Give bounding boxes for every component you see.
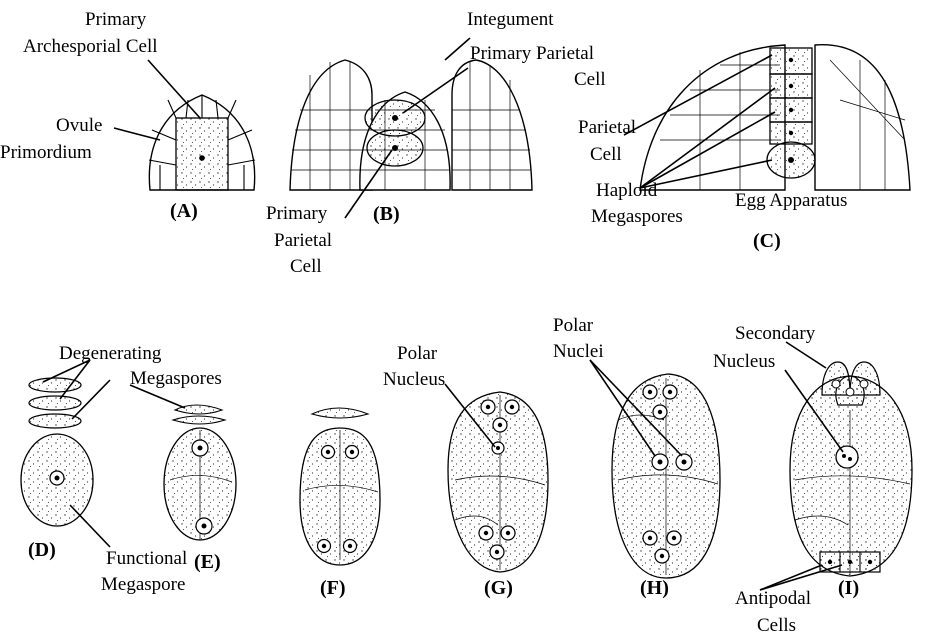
label-ovule-2: Primordium <box>0 142 92 163</box>
label-egg-apparatus: Egg Apparatus <box>735 190 847 211</box>
panel-b-ovule <box>289 59 533 191</box>
label-haploid-megaspores-1: Haploid <box>596 180 658 201</box>
panel-label-e: (E) <box>194 551 221 573</box>
panel-letters: (A) (B) (C) (D) (E) (F) (G) (H) (I) <box>28 200 859 599</box>
panel-f-four-nucleate <box>299 407 381 566</box>
label-ovule-1: Ovule <box>56 115 102 136</box>
label-integument: Integument <box>467 9 554 30</box>
panel-d-megaspores <box>20 377 94 527</box>
panel-label-f: (F) <box>320 577 346 599</box>
label-parietal-cell-2: Cell <box>590 144 622 165</box>
label-haploid-megaspores-2: Megaspores <box>591 206 683 227</box>
panel-label-g: (G) <box>484 577 513 599</box>
panel-label-h: (H) <box>640 577 669 599</box>
label-functional-2: Megaspore <box>101 574 185 595</box>
label-primary-parietal-top-1: Primary Parietal <box>470 43 594 64</box>
label-secondary-nucleus-1: Secondary <box>735 323 816 344</box>
label-primary-parietal-bottom-3: Cell <box>290 256 322 277</box>
label-antipodal-1: Antipodal <box>735 588 811 609</box>
label-antipodal-2: Cells <box>757 615 796 636</box>
label-primary-archesporial-2: Archesporial Cell <box>23 36 158 57</box>
label-polar-nuclei-2: Nuclei <box>553 341 604 362</box>
panel-a-ovule-primordium <box>148 94 256 191</box>
label-functional-1: Functional <box>106 548 187 569</box>
label-degenerating-1: Degenerating <box>59 343 162 364</box>
label-polar-nuclei-1: Polar <box>553 315 594 336</box>
panel-label-b: (B) <box>373 203 400 225</box>
label-parietal-cell-1: Parietal <box>578 117 636 138</box>
text-labels: Primary Archesporial Cell Ovule Primordi… <box>0 9 847 636</box>
label-degenerating-2: Megaspores <box>130 368 222 389</box>
panel-g-eight-nucleate <box>447 391 549 573</box>
leader-lines <box>42 37 844 591</box>
label-primary-parietal-top-2: Cell <box>574 69 606 90</box>
panel-label-i: (I) <box>838 577 859 599</box>
panel-label-c: (C) <box>753 230 781 252</box>
label-primary-archesporial-1: Primary <box>85 9 147 30</box>
label-primary-parietal-bottom-1: Primary <box>266 203 328 224</box>
panel-label-d: (D) <box>28 539 56 561</box>
label-polar-nucleus-1: Polar <box>397 343 438 364</box>
label-primary-parietal-bottom-2: Parietal <box>274 230 332 251</box>
panel-e-two-nucleate <box>163 404 237 541</box>
panel-i-mature-embryo-sac <box>789 361 913 577</box>
panel-h-eight-nucleate <box>611 373 721 579</box>
label-secondary-nucleus-2: Nucleus <box>713 351 775 372</box>
panel-label-a: (A) <box>170 200 198 222</box>
label-polar-nucleus-2: Nucleus <box>383 369 445 390</box>
panel-c-ovule <box>639 44 911 191</box>
